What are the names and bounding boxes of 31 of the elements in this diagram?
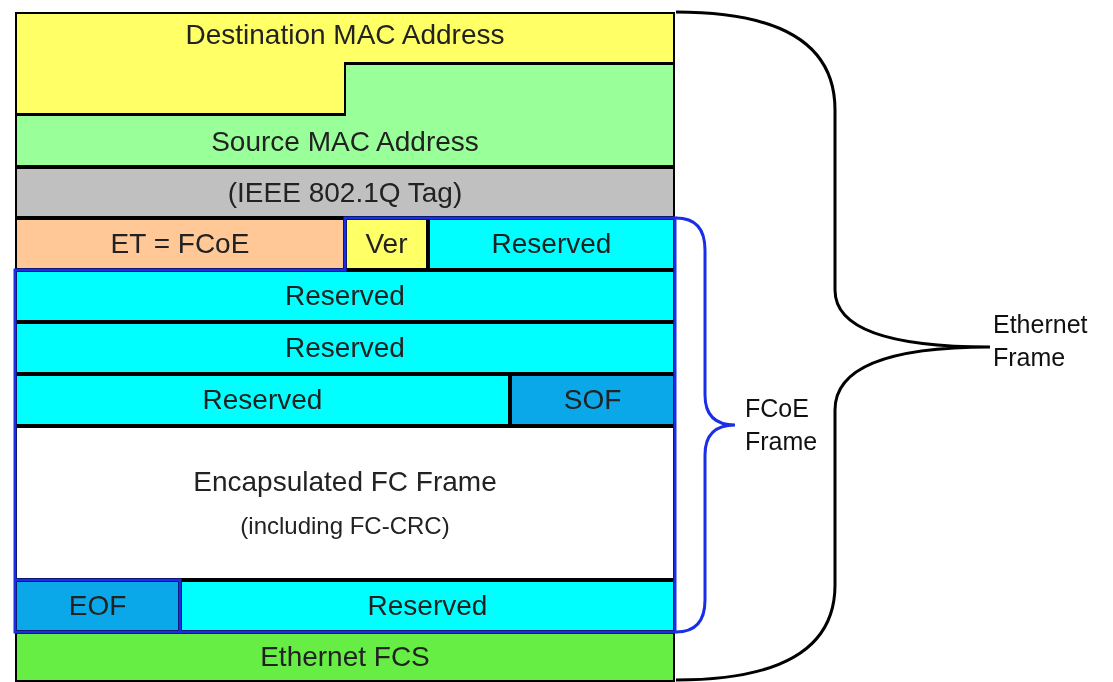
bracket-label: FCoE Frame (745, 393, 819, 457)
field-box (180, 580, 675, 632)
field-name: Reserved (491, 227, 612, 261)
field-box (345, 218, 428, 270)
field-name: Reserved (285, 279, 405, 313)
field-name: Destination MAC Address (185, 18, 505, 52)
field-name: EOF (68, 589, 127, 623)
field-box (15, 632, 675, 682)
field-shape (15, 12, 675, 115)
field-name: Reserved (202, 383, 323, 417)
bracket-label: Ethernet Frame (993, 309, 1089, 373)
field-box (510, 374, 675, 426)
field-box (15, 426, 675, 580)
field-name: Reserved (285, 331, 405, 365)
field-name: (IEEE 802.1Q Tag) (227, 175, 463, 210)
field-box (15, 322, 675, 374)
field-box (15, 270, 675, 322)
field-shape (15, 63, 675, 167)
field-box (15, 218, 345, 270)
field-note: (including FC-CRC) (240, 512, 450, 542)
field-name: SOF (563, 383, 622, 417)
field-box (15, 167, 675, 218)
field-box (428, 218, 675, 270)
field-name: Ver (365, 227, 408, 261)
field-name: Reserved (367, 589, 488, 623)
field-name: ET = FCoE (110, 227, 250, 261)
field-name: Ethernet FCS (260, 640, 430, 674)
field-name: Encapsulated FC Frame (193, 464, 497, 499)
field-box (15, 374, 510, 426)
field-name: Source MAC Address (211, 125, 479, 159)
field-box (15, 580, 180, 632)
